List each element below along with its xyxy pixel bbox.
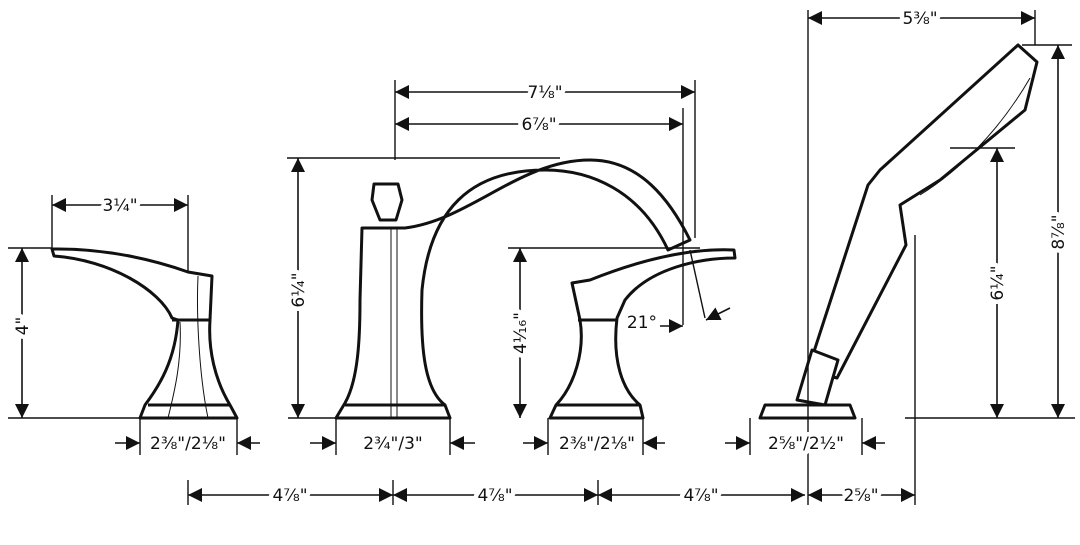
left-handle [50,247,239,420]
spacing-3-label: 4⅞" [683,486,718,506]
left-handle-height-label: 4" [13,317,33,336]
handshower-width-label: 5⅜" [902,9,937,29]
spacing-2-label: 4⅞" [477,486,512,506]
spout [334,158,692,420]
spout-base-label: 2¾"/3" [363,434,422,454]
spacing-4-label: 2⅝" [843,486,878,506]
handshower [758,43,1039,420]
left-handle-reach-label: 3¼" [102,196,137,216]
right-handle-base-label: 2⅜"/2⅛" [559,434,635,454]
spout-height-label: 6¼" [289,272,309,307]
handshower-height-label: 8⅞" [1049,214,1069,249]
dimension-lines [15,11,1065,502]
handshower-holder-height-label: 6¼" [988,265,1008,300]
left-handle-base-label: 2⅜"/2⅛" [150,434,226,454]
spout-angle-label: 21° [627,313,657,333]
right-handle-height-label: 4¹⁄₁₆" [511,312,531,354]
spout-reach-label: 6⅞" [521,115,556,135]
handshower-base-label: 2⅝"/2½" [768,434,844,454]
right-handle [548,248,737,420]
spout-overall-reach-label: 7⅛" [527,83,562,103]
spacing-1-label: 4⅞" [272,486,307,506]
